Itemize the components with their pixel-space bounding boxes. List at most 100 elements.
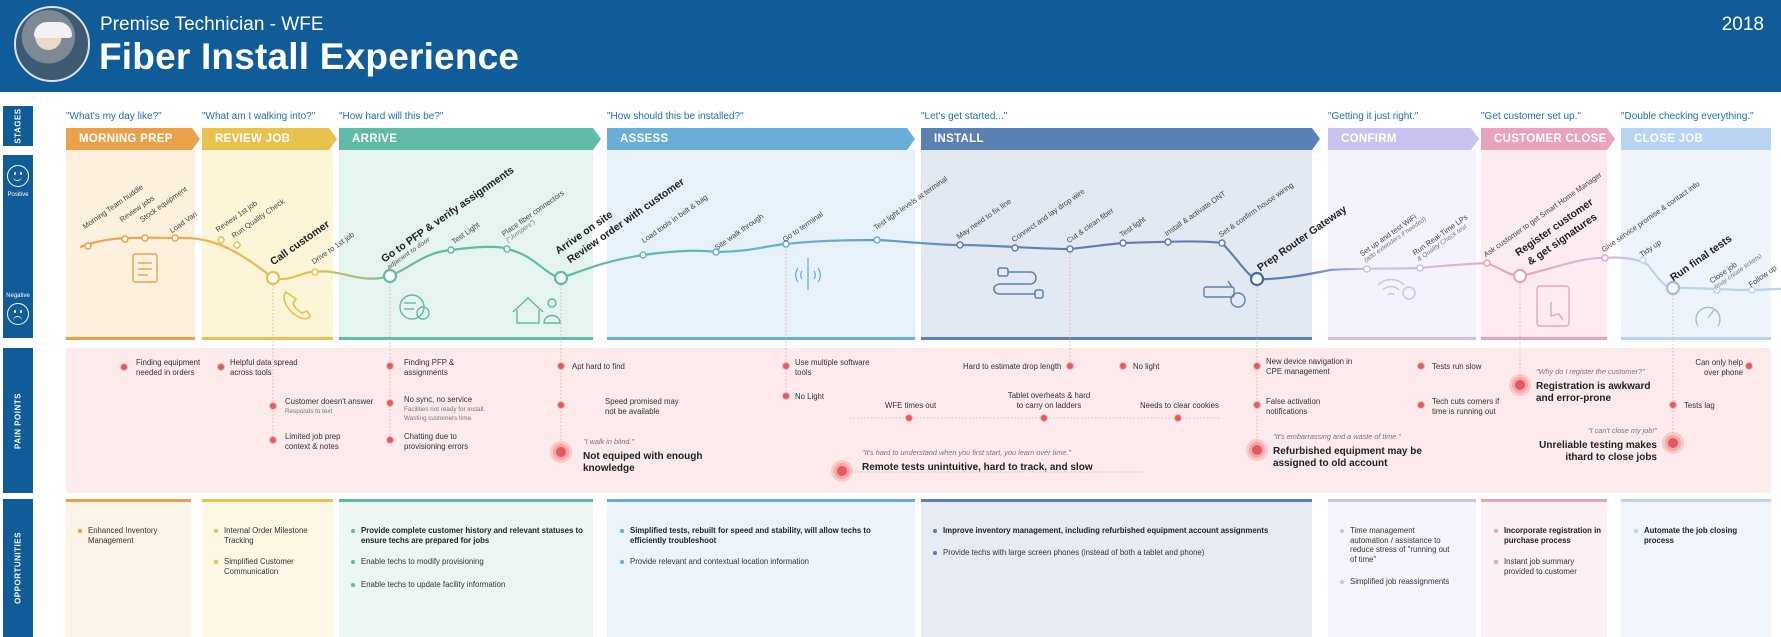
journey-node — [782, 240, 790, 248]
pain-dot — [1417, 401, 1425, 409]
pain-point: Finding PFP & assignments — [404, 358, 455, 377]
pain-point: Helpful data spread across tools — [230, 358, 298, 377]
negative-label: Negative — [6, 293, 30, 299]
journey-node — [121, 235, 129, 243]
speedometer-icon — [1695, 306, 1721, 327]
pain-point: False activation notifications — [1266, 397, 1321, 416]
journey-node — [382, 268, 398, 284]
pain-dot-major — [553, 444, 569, 460]
pain-point: WFE times out — [885, 401, 937, 410]
pain-dot — [905, 414, 913, 422]
happy-face-icon — [7, 165, 29, 187]
journey-node — [265, 270, 281, 286]
pain-point-major: "I walk in blind."Not equiped with enoug… — [583, 437, 703, 474]
pain-dot — [1174, 414, 1182, 422]
opp-column-morning-prep — [66, 499, 191, 637]
stages-side-label: STAGES — [3, 106, 33, 146]
opportunity-item: Provide techs with large screen phones (… — [933, 548, 1303, 558]
stage-question: "Double checking everything." — [1621, 111, 1754, 122]
pain-dot — [1745, 362, 1753, 370]
home-user-icon — [512, 297, 561, 324]
opportunity-item: Incorporate registration in purchase pro… — [1494, 526, 1604, 545]
tablet-touch-icon — [1536, 285, 1570, 327]
clipboard-icon — [132, 253, 158, 283]
pain-point: No Light — [795, 392, 825, 401]
pain-point: New device navigation in CPE management — [1266, 357, 1353, 376]
journey-node — [1512, 268, 1528, 284]
pain-dot — [1253, 401, 1261, 409]
pain-point-major: "It's embarrassing and a waste of time."… — [1273, 432, 1422, 469]
page-title: Fiber Install Experience — [99, 36, 520, 77]
phone-icon — [283, 290, 311, 320]
technician-avatar — [14, 6, 90, 82]
pain-dot-major — [1512, 377, 1528, 393]
opportunity-item: Simplified Customer Communication — [214, 557, 319, 576]
stage-question: "Get customer set up." — [1481, 111, 1581, 122]
pain-point-major: "It's hard to understand when you first … — [862, 448, 1093, 473]
journey-node — [1665, 280, 1681, 296]
journey-node — [1601, 254, 1609, 262]
pain-dot — [120, 363, 128, 371]
journey-node — [873, 236, 881, 244]
pain-dot — [1417, 362, 1425, 370]
pain-dot — [782, 362, 790, 370]
opp-column-arrive — [339, 499, 593, 637]
journey-node — [171, 234, 179, 242]
journey-node — [1416, 264, 1424, 272]
stage-banner: ARRIVE — [339, 128, 601, 150]
pain-dot — [269, 402, 277, 410]
journey-node — [1119, 239, 1127, 247]
stage-banner: MORNING PREP — [66, 128, 200, 150]
pain-dot — [269, 436, 277, 444]
pain-point: Speed promised may not be available — [605, 397, 679, 416]
pain-points-side-label: PAIN POINTS — [3, 348, 33, 493]
stage-banner: INSTALL — [921, 128, 1320, 150]
opportunity-item: Provide complete customer history and re… — [351, 526, 586, 545]
opportunity-item: Simplified job reassignments — [1340, 577, 1470, 587]
journey-node — [956, 241, 964, 249]
stage-question: "Getting it just right." — [1328, 111, 1419, 122]
page-subtitle: Premise Technician - WFE — [100, 14, 324, 35]
journey-node — [217, 236, 225, 244]
pain-point: No light — [1133, 362, 1160, 371]
journey-node — [1713, 286, 1721, 294]
pain-dot — [217, 363, 225, 371]
opp-column-customer-close — [1481, 499, 1607, 637]
stage-banner: CLOSE JOB — [1621, 128, 1771, 150]
opp-column-confirm — [1328, 499, 1476, 637]
pain-dot — [1119, 362, 1127, 370]
journey-node — [639, 251, 647, 259]
journey-node — [1363, 265, 1371, 273]
fiber-connector-icon — [399, 294, 430, 320]
journey-node — [84, 242, 92, 250]
opportunity-item: Enhanced Inventory Management — [78, 526, 183, 545]
pain-point: Chatting due to provisioning errors — [404, 432, 469, 451]
step-nodes — [84, 234, 1756, 296]
journey-node — [1011, 244, 1019, 252]
pain-point: Needs to clear cookies — [1140, 401, 1219, 410]
pain-points-area — [66, 348, 1771, 493]
opportunity-item: Simplified tests, rebuilt for speed and … — [620, 526, 895, 545]
pain-dot — [386, 436, 394, 444]
opportunity-item: Internal Order Milestone Tracking — [214, 526, 319, 545]
antenna-icon — [795, 258, 821, 290]
pain-dot-major — [1665, 435, 1681, 451]
stage-question: "How should this be installed?" — [607, 111, 744, 122]
pain-dot — [386, 399, 394, 407]
journey-node — [141, 234, 149, 242]
year-label: 2018 — [1721, 14, 1764, 35]
pain-dot — [386, 362, 394, 370]
pain-dot-major — [1249, 442, 1265, 458]
positive-label: Positive — [7, 192, 29, 198]
pain-point: Limited job prep context & notes — [285, 432, 341, 451]
cable-icon — [993, 267, 1044, 299]
pain-dot — [782, 392, 790, 400]
journey-node — [1066, 245, 1074, 253]
pain-point-major: "Why do I register the customer?"Registr… — [1536, 367, 1651, 404]
journey-node — [1748, 286, 1756, 294]
pain-point: Apt hard to find — [572, 362, 625, 371]
opportunity-item: Automate the job closing process — [1634, 526, 1744, 545]
pain-point: Tech cuts corners if time is running out — [1432, 397, 1500, 416]
